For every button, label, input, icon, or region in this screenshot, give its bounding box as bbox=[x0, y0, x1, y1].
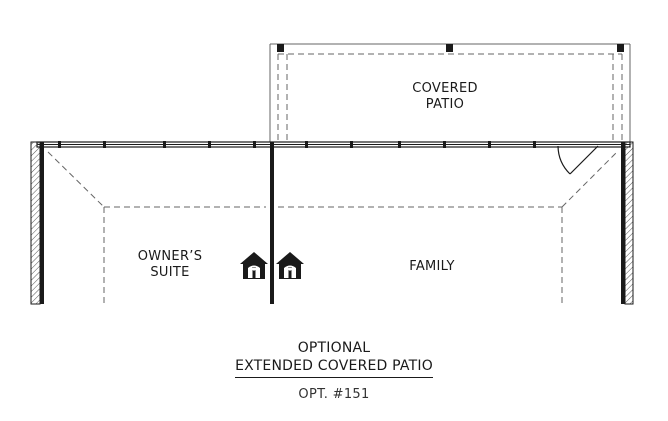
room-label-family: FAMILY bbox=[409, 259, 455, 274]
right-exterior-wall bbox=[621, 141, 634, 305]
exterior-rear-wall bbox=[36, 141, 631, 148]
left-exterior-wall bbox=[30, 141, 44, 305]
ceiling-dashed-lines bbox=[47, 151, 618, 304]
option-code: OPT. #151 bbox=[298, 387, 370, 402]
caption-optional: OPTIONAL bbox=[297, 340, 371, 356]
house-icon bbox=[240, 252, 268, 279]
room-label-covered-patio: COVERED PATIO bbox=[412, 81, 478, 112]
interior-wall bbox=[270, 142, 274, 304]
patio-posts bbox=[277, 44, 624, 52]
caption-block: OPTIONAL EXTENDED COVERED PATIO bbox=[0, 339, 668, 378]
door-swing bbox=[557, 145, 599, 175]
house-icon bbox=[276, 252, 304, 279]
caption-title: EXTENDED COVERED PATIO bbox=[235, 357, 433, 378]
room-label-owners-suite: OWNER’S SUITE bbox=[137, 249, 203, 280]
